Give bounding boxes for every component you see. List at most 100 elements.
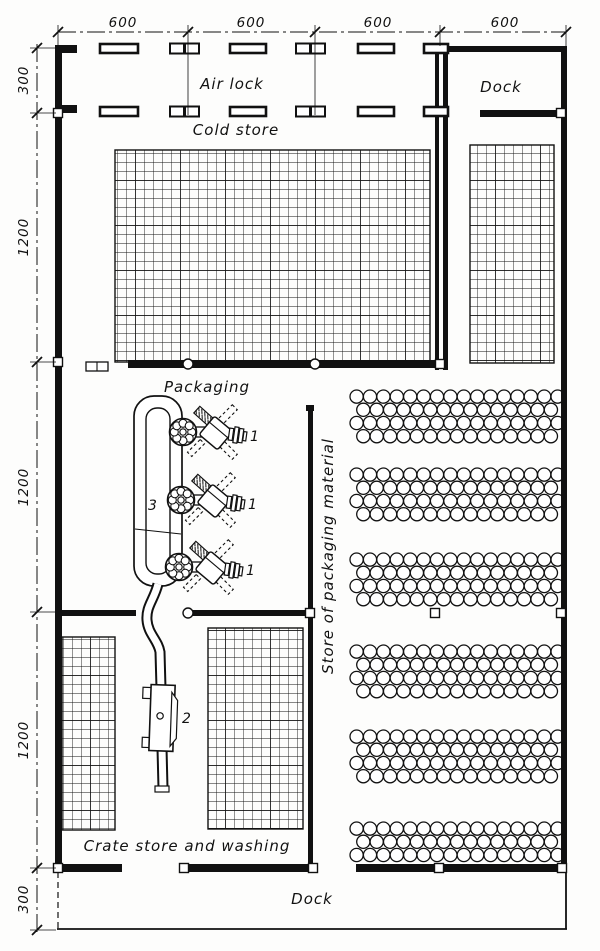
barrel — [436, 768, 451, 784]
pallet-grids — [61, 144, 555, 831]
barrel — [496, 467, 512, 482]
barrel — [523, 847, 539, 863]
barrel — [369, 591, 384, 607]
barrel — [503, 657, 518, 673]
barrel — [543, 834, 559, 850]
barrel — [389, 552, 405, 567]
barrel-rows — [349, 389, 565, 863]
barrel — [362, 729, 378, 744]
door-unit — [169, 42, 185, 55]
pallet-grid-cold-right-border — [469, 144, 555, 364]
barrel — [349, 415, 364, 431]
barrel — [369, 480, 384, 496]
label-machine-2: 2 — [182, 711, 191, 727]
label-cold-store: Cold store — [193, 121, 279, 139]
wall — [184, 610, 310, 616]
barrel — [530, 683, 545, 699]
barrel — [402, 552, 418, 567]
label-machine-3: 3 — [148, 498, 157, 514]
door-unit — [184, 105, 200, 118]
barrel — [503, 834, 518, 850]
barrel — [469, 578, 485, 594]
barrel — [536, 389, 552, 404]
barrel — [483, 755, 498, 771]
column-square — [429, 607, 441, 619]
barrel — [402, 847, 418, 863]
barrel-band-4 — [349, 644, 565, 699]
barrel — [510, 493, 525, 509]
barrel — [510, 552, 525, 567]
barrel — [369, 742, 384, 758]
barrel — [469, 493, 485, 509]
wall — [435, 44, 439, 370]
barrel — [456, 467, 472, 482]
barrel — [530, 834, 545, 850]
barrel — [536, 729, 552, 744]
barrel — [369, 506, 384, 522]
barrel — [429, 729, 445, 744]
barrel — [496, 389, 512, 404]
conveyor-track — [141, 582, 170, 793]
dim-left-3: 1200 — [16, 468, 32, 506]
barrel — [510, 847, 525, 863]
barrel — [543, 428, 559, 444]
barrel — [443, 578, 458, 594]
barrel — [516, 506, 532, 522]
label-machine-1c: 1 — [246, 563, 255, 579]
barrel — [469, 415, 485, 431]
barrel — [543, 683, 559, 699]
barrel — [416, 729, 431, 744]
wall-segment — [98, 105, 140, 118]
barrel — [376, 821, 391, 836]
barrel — [382, 834, 398, 850]
barrel — [436, 402, 451, 418]
barrel — [389, 755, 405, 771]
barrel — [469, 467, 485, 482]
barrel — [449, 591, 465, 607]
barrel — [416, 552, 431, 567]
barrel — [536, 578, 552, 594]
barrel — [376, 493, 391, 509]
barrel — [476, 506, 492, 522]
wall-end-cap — [306, 405, 314, 411]
barrel — [456, 755, 472, 771]
barrel — [543, 591, 559, 607]
barrel — [429, 415, 445, 431]
barrel — [536, 644, 552, 659]
barrel — [423, 683, 438, 699]
column-square — [556, 862, 568, 874]
barrel — [456, 578, 472, 594]
barrel — [429, 493, 445, 509]
barrel — [503, 683, 518, 699]
barrel — [516, 480, 532, 496]
barrel — [443, 467, 458, 482]
barrel — [456, 552, 472, 567]
barrel — [483, 493, 498, 509]
barrel — [423, 591, 438, 607]
barrel — [496, 755, 512, 771]
barrel — [496, 415, 512, 431]
column-square — [304, 607, 316, 619]
barrel — [356, 657, 371, 673]
barrel — [349, 755, 364, 771]
barrel — [402, 389, 418, 404]
barrel — [543, 565, 559, 581]
barrel — [510, 755, 525, 771]
barrel — [356, 834, 371, 850]
dim-left-2: 1200 — [16, 218, 32, 256]
barrel — [456, 415, 472, 431]
barrel — [423, 506, 438, 522]
barrel — [443, 644, 458, 659]
barrel — [369, 768, 384, 784]
label-packaging: Packaging — [164, 378, 250, 396]
barrel — [402, 644, 418, 659]
barrel — [396, 591, 411, 607]
barrel — [443, 415, 458, 431]
barrel — [469, 847, 485, 863]
label-machine-1b: 1 — [248, 497, 257, 513]
barrel-band-5 — [349, 729, 565, 784]
barrel — [382, 591, 398, 607]
barrel — [369, 565, 384, 581]
barrel — [362, 389, 378, 404]
barrel — [476, 428, 492, 444]
